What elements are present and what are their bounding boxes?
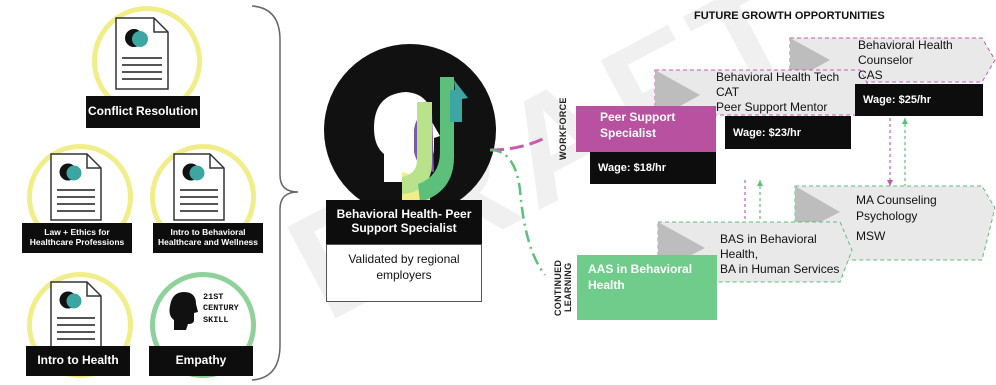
bas-line1: BAS in Behavioral	[720, 232, 817, 246]
continued-label-line2: LEARNING	[563, 262, 573, 312]
counselor-line3: CAS	[858, 68, 883, 82]
workforce-side-label: WORKFORCE	[558, 97, 568, 160]
future-growth-title: FUTURE GROWTH OPPORTUNITIES	[694, 10, 885, 22]
ma-line2: Psychology	[856, 209, 918, 223]
center-title: Behavioral Health- Peer Support Speciali…	[326, 200, 482, 244]
counselor-line2: Counselor	[858, 53, 913, 67]
tech-line3: Peer Support Mentor	[716, 100, 828, 114]
ma-line3: MSW	[856, 229, 886, 243]
peer-support-title: Peer Support Specialist	[600, 110, 676, 140]
bas-line2: Health,	[720, 247, 759, 261]
skill-label-empathy: Empathy	[149, 346, 253, 376]
wage-badge-18: Wage: $18/hr	[590, 152, 716, 184]
skill-label-intro-behavioral: Intro to Behavioral Healthcare and Welln…	[153, 223, 263, 253]
counselor-line1: Behavioral Health	[858, 38, 953, 52]
aas-title: AAS in Behavioral Health	[588, 262, 693, 292]
head-silhouette-icon	[169, 292, 198, 330]
tech-line2: CAT	[716, 85, 740, 99]
document-icon	[173, 153, 225, 221]
continued-label-line1: CONTINUED	[553, 259, 563, 316]
aas-card	[577, 255, 717, 320]
peer-support-card	[576, 106, 716, 152]
wage-badge-25: Wage: $25/hr	[855, 84, 983, 116]
ma-line1: MA Counseling	[856, 193, 937, 207]
skill-label-law-ethics: Law + Ethics for Healthcare Professions	[22, 223, 132, 253]
center-subtitle: Validated by regional employers	[348, 252, 460, 282]
document-icon	[115, 17, 169, 90]
century-skill-badge: 21ST CENTURY SKILL	[203, 292, 239, 325]
document-icon	[50, 281, 102, 349]
skill-label-intro-health: Intro to Health	[26, 346, 130, 376]
bas-line3: BA in Human Services	[720, 262, 840, 276]
skill-label-conflict: Conflict Resolution	[86, 96, 200, 128]
skills-bracket	[251, 5, 299, 381]
document-icon	[50, 153, 102, 221]
wage-badge-23: Wage: $23/hr	[725, 116, 851, 149]
center-subtitle-box	[326, 244, 482, 302]
peer-support-illustration	[324, 44, 496, 216]
tech-line1: Behavioral Health Tech	[716, 70, 840, 84]
